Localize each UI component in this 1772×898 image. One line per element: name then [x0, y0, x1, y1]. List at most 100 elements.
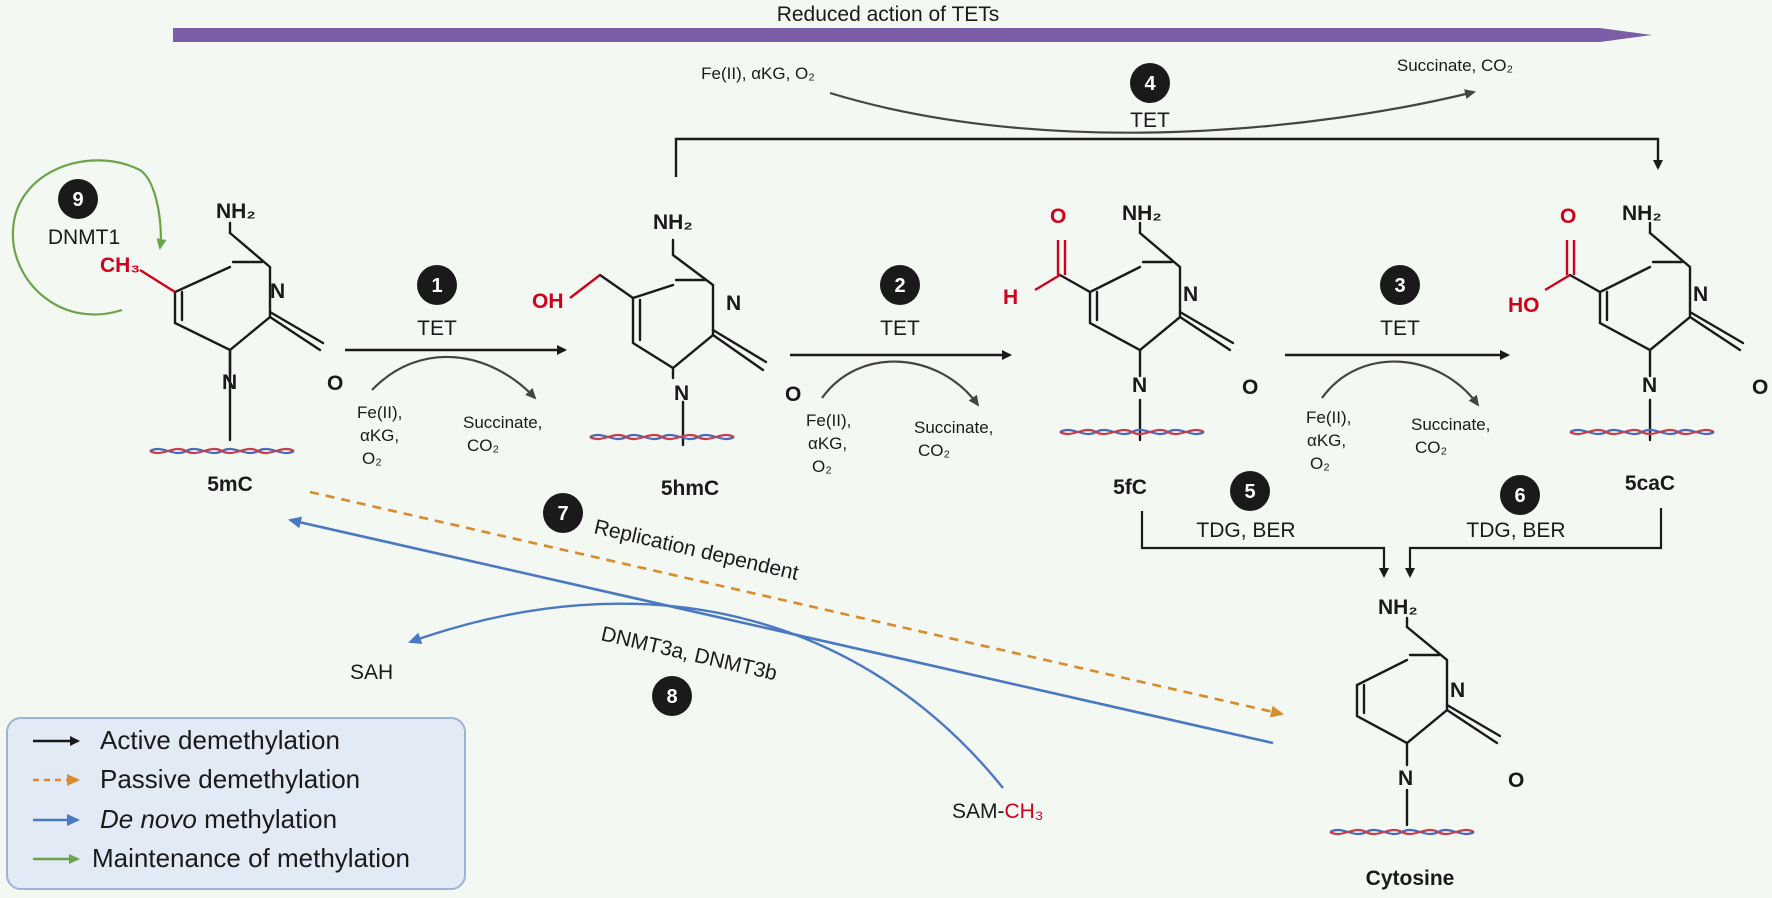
legend-active-label: Active demethylation [100, 725, 340, 755]
5mC-name: 5mC [207, 473, 253, 496]
5mC-o2: O [327, 372, 343, 395]
5mC-n3: N [270, 280, 285, 303]
cytosine-name: Cytosine [1366, 867, 1455, 890]
5caC-carbonyl-o: O [1560, 205, 1576, 228]
5caC-n1: N [1642, 374, 1657, 397]
5caC-hydroxyl: HO [1508, 294, 1540, 317]
step5-enzyme: TDG, BER [1196, 519, 1295, 542]
5fC-o2: O [1242, 376, 1258, 399]
sam-label: SAM-CH₃ [952, 800, 1043, 823]
sah-label: SAH [350, 661, 393, 684]
sam-methyl: CH₃ [1005, 800, 1044, 823]
step4-enzyme: TET [1130, 109, 1170, 132]
cytosine-o2: O [1508, 769, 1524, 792]
step1-cofactor-arrow [371, 355, 537, 400]
step-4: Fe(II), αKG, O₂ Succinate, CO₂ 4 TET [674, 56, 1663, 177]
5hmC-hydroxyl: OH [532, 290, 564, 313]
step3-number: 3 [1394, 275, 1405, 297]
step2-cof2: αKG, [808, 434, 847, 453]
step5-badge [1230, 471, 1270, 511]
molecule-5hmC: NH₂ N N O OH 5hmC [532, 211, 801, 500]
step6-enzyme: TDG, BER [1466, 519, 1565, 542]
step5-arrow [1140, 511, 1389, 578]
step3-cof2: αKG, [1307, 431, 1346, 450]
gradient-bar [173, 28, 1652, 42]
step-2: 2 TET Fe(II), αKG, O₂ Succinate, CO₂ [790, 265, 1012, 476]
step6-arrow [1405, 508, 1663, 578]
5caC-o2: O [1752, 376, 1768, 399]
cytosine-n3: N [1450, 679, 1465, 702]
5hmC-dna-icon [588, 433, 736, 441]
step7-number: 7 [557, 503, 568, 525]
5mC-n1: N [222, 371, 237, 394]
5mC-amine: NH₂ [216, 200, 256, 223]
step2-enzyme: TET [880, 317, 920, 340]
5hmC-amine: NH₂ [653, 211, 693, 234]
step-7: 7 Replication dependent [309, 490, 1284, 718]
5hmC-n1: N [674, 382, 689, 405]
legend-denovo-label: De novo methylation [100, 804, 337, 834]
step1-cof2: αKG, [360, 426, 399, 445]
step8-number: 8 [666, 686, 677, 708]
step8-enzyme: DNMT3a, DNMT3b [599, 622, 779, 685]
5fC-amine: NH₂ [1122, 202, 1162, 225]
step4-products: Succinate, CO₂ [1397, 56, 1513, 75]
step2-prod1: Succinate, [914, 418, 993, 437]
molecule-5fC: NH₂ N N O O H 5fC [1003, 202, 1258, 499]
step-9: 9 DNMT1 [11, 159, 167, 316]
5hmC-n3: N [726, 292, 741, 315]
step9-badge [58, 179, 98, 219]
passive-demethylation-arrow [309, 490, 1284, 718]
5fC-formyl-h: H [1003, 286, 1018, 309]
cytosine-n1: N [1398, 767, 1413, 790]
step3-cof3: O₂ [1310, 454, 1330, 473]
step-5: 5 TDG, BER [1140, 471, 1389, 578]
step1-enzyme: TET [417, 317, 457, 340]
legend: Active demethylation Passive demethylati… [6, 717, 466, 890]
step3-prod1: Succinate, [1411, 415, 1490, 434]
5hmC-o2: O [785, 383, 801, 406]
step1-prod1: Succinate, [463, 413, 542, 432]
sam-donor: SAM- [952, 800, 1005, 823]
step3-prod2: CO₂ [1415, 438, 1447, 457]
de-novo-methylation-arrow [288, 516, 1274, 745]
step3-cofactor-arrow [1321, 360, 1480, 407]
cytosine-amine: NH₂ [1378, 596, 1418, 619]
5hmC-name: 5hmC [661, 477, 719, 500]
molecule-cytosine: NH₂ N N O Cytosine [1328, 596, 1524, 890]
step1-cof3: O₂ [362, 449, 382, 468]
step2-prod2: CO₂ [918, 441, 950, 460]
step9-number: 9 [72, 189, 83, 211]
molecule-5caC: NH₂ N N O O HO 5caC [1508, 202, 1768, 495]
5fC-carbonyl-o: O [1050, 205, 1066, 228]
step6-number: 6 [1514, 485, 1525, 507]
5fC-name: 5fC [1113, 476, 1147, 499]
5fC-n1: N [1132, 374, 1147, 397]
legend-maintenance-label: Maintenance of methylation [92, 843, 410, 873]
sam-to-sah-arrow [408, 602, 1004, 789]
step2-cofactor-arrow [821, 360, 980, 407]
legend-box [6, 717, 466, 890]
step4-number: 4 [1144, 73, 1156, 95]
5caC-name: 5caC [1625, 472, 1675, 495]
step-1: 1 TET Fe(II), αKG, O₂ Succinate, CO₂ [345, 265, 567, 468]
reduced-tet-bar: Reduced action of TETs [173, 3, 1652, 42]
5mC-methyl: CH₃ [100, 254, 140, 277]
step2-cof3: O₂ [812, 457, 832, 476]
5caC-n3: N [1693, 283, 1708, 306]
step1-cof1: Fe(II), [357, 403, 402, 422]
step9-enzyme: DNMT1 [48, 226, 120, 249]
5fC-n3: N [1183, 283, 1198, 306]
step8-badge [652, 676, 692, 716]
step1-prod2: CO₂ [467, 436, 499, 455]
step2-badge [880, 265, 920, 305]
step7-badge [543, 493, 583, 533]
step2-cof1: Fe(II), [806, 411, 851, 430]
step4-badge [1130, 63, 1170, 103]
maintenance-loop-arrow [11, 159, 167, 316]
step4-cofactors: Fe(II), αKG, O₂ [701, 64, 815, 83]
5caC-amine: NH₂ [1622, 202, 1662, 225]
5mC-dna-icon [148, 447, 296, 455]
legend-passive-label: Passive demethylation [100, 764, 360, 794]
